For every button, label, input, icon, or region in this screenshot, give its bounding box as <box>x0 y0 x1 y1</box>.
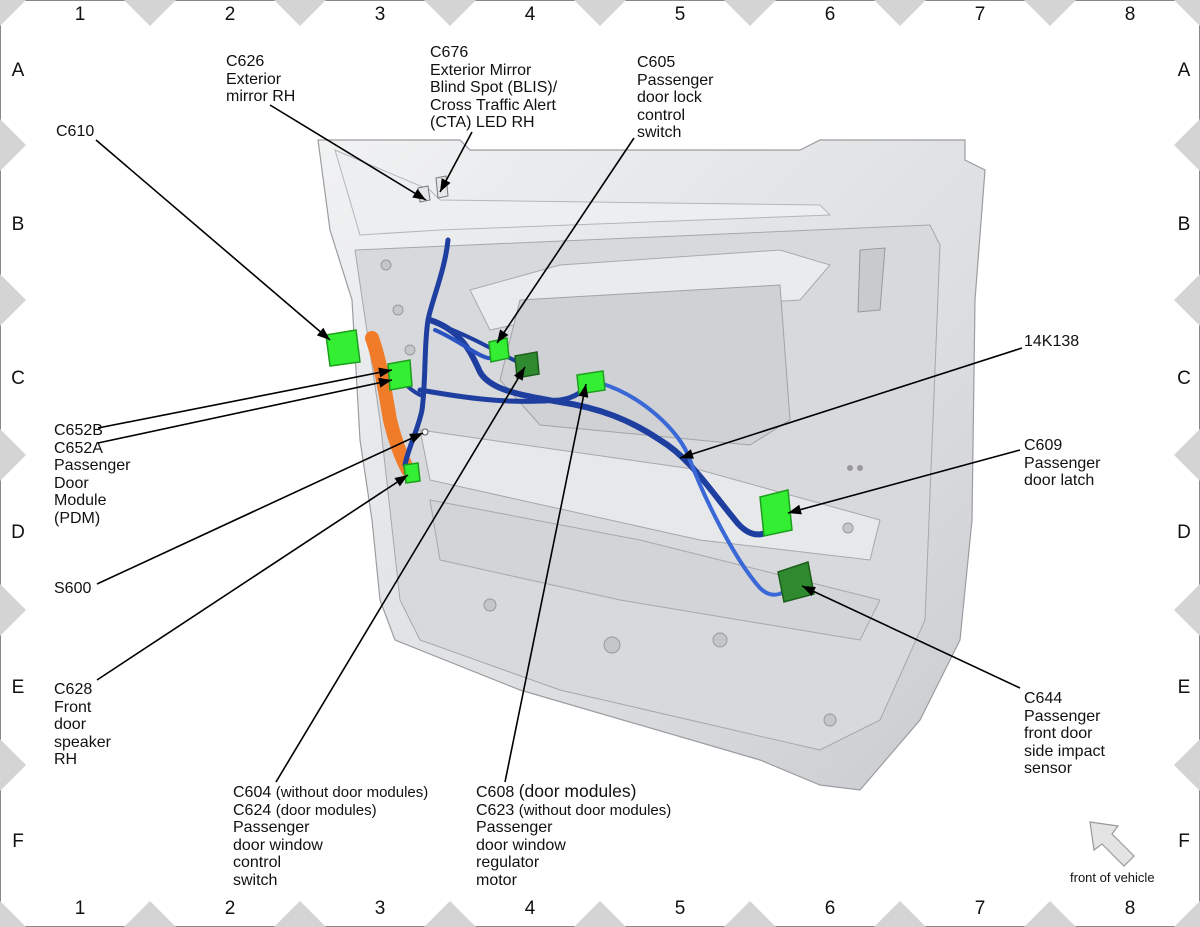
grid-row-e-right: E <box>1177 677 1191 698</box>
edge-marker-top-1 <box>124 0 176 26</box>
label-c676: C676 Exterior Mirror Blind Spot (BLIS)/ … <box>430 44 558 131</box>
label-s600: S600 <box>54 580 92 597</box>
edge-marker-right-2 <box>1174 429 1200 481</box>
connector-c605 <box>488 337 510 363</box>
grid-row-c-left: C <box>11 368 25 389</box>
leader-c604 <box>275 366 526 783</box>
leader-c610 <box>95 139 331 341</box>
edge-marker-bottom-6 <box>874 901 926 927</box>
grid-column-4-bottom: 4 <box>524 898 536 919</box>
edge-marker-top-6 <box>874 0 926 26</box>
front-of-vehicle-label: front of vehicle <box>1070 870 1155 885</box>
edge-marker-top-8 <box>1174 0 1200 26</box>
grid-row-d-right: D <box>1177 522 1191 543</box>
connector-c610 <box>325 329 361 367</box>
connector-c609 <box>759 489 793 537</box>
edge-marker-left-4 <box>0 739 26 791</box>
edge-marker-top-3 <box>424 0 476 26</box>
connector-c608 <box>576 370 606 395</box>
leader-c652b <box>97 367 393 429</box>
grid-row-f-left: F <box>12 831 24 852</box>
edge-marker-left-3 <box>0 584 26 636</box>
grid-row-b-left: B <box>11 214 25 235</box>
grid-column-4-top: 4 <box>524 4 536 25</box>
grid-column-3-bottom: 3 <box>374 898 386 919</box>
edge-marker-bottom-5 <box>724 901 776 927</box>
grid-column-2-bottom: 2 <box>224 898 236 919</box>
edge-marker-right-0 <box>1174 119 1200 171</box>
callout-leaders <box>95 104 1023 783</box>
grid-column-6-bottom: 6 <box>824 898 836 919</box>
door-inner-panel <box>317 139 986 791</box>
grid-column-8-bottom: 8 <box>1124 898 1136 919</box>
grid-row-e-left: E <box>11 677 25 698</box>
grid-row-f-right: F <box>1178 831 1190 852</box>
leader-c605 <box>496 137 635 344</box>
edge-marker-bottom-0 <box>0 901 26 927</box>
edge-marker-top-2 <box>274 0 326 26</box>
leader-c626 <box>269 104 427 201</box>
edge-marker-left-2 <box>0 429 26 481</box>
edge-marker-bottom-1 <box>124 901 176 927</box>
label-c604-c624: C604 (without door modules) C624 (door m… <box>233 784 429 889</box>
leader-c676 <box>439 131 473 193</box>
leader-s600 <box>96 432 424 585</box>
grid-column-8-top: 8 <box>1124 4 1136 25</box>
grid-column-5-bottom: 5 <box>674 898 686 919</box>
leader-c609 <box>787 449 1021 515</box>
label-c608-c623: C608 (door modules) C623 (without door m… <box>476 781 672 889</box>
edge-marker-bottom-3 <box>424 901 476 927</box>
label-c605: C605 Passenger door lock control switch <box>637 54 714 141</box>
connector-c652 <box>387 359 413 391</box>
grid-row-d-left: D <box>11 522 25 543</box>
grid-column-2-top: 2 <box>224 4 236 25</box>
splice-s600 <box>421 428 429 436</box>
label-c609: C609 Passenger door latch <box>1024 437 1101 489</box>
connector-c628 <box>403 462 421 484</box>
edge-marker-left-0 <box>0 119 26 171</box>
grid-row-c-right: C <box>1177 368 1191 389</box>
edge-marker-bottom-4 <box>574 901 626 927</box>
edge-marker-right-3 <box>1174 584 1200 636</box>
grid-column-1-bottom: 1 <box>74 898 86 919</box>
grid-row-a-left: A <box>11 60 25 81</box>
grid-column-5-top: 5 <box>674 4 686 25</box>
grid-column-7-top: 7 <box>974 4 986 25</box>
label-c610: C610 <box>56 123 95 140</box>
grid-column-7-bottom: 7 <box>974 898 986 919</box>
leader-14k138 <box>679 347 1023 459</box>
edge-marker-right-4 <box>1174 739 1200 791</box>
connector-c644 <box>777 561 815 603</box>
edge-marker-top-0 <box>0 0 26 26</box>
leader-c608 <box>504 383 589 783</box>
edge-marker-left-1 <box>0 274 26 326</box>
edge-marker-bottom-2 <box>274 901 326 927</box>
grid-column-1-top: 1 <box>74 4 86 25</box>
edge-marker-right-1 <box>1174 274 1200 326</box>
label-14k138: 14K138 <box>1024 333 1080 350</box>
edge-marker-top-7 <box>1024 0 1076 26</box>
grid-column-6-top: 6 <box>824 4 836 25</box>
label-c644: C644 Passenger front door side impact se… <box>1024 690 1105 777</box>
label-c626: C626 Exterior mirror RH <box>226 53 296 105</box>
grid-row-a-right: A <box>1177 60 1191 81</box>
leader-c628 <box>96 474 409 681</box>
leader-c652a <box>97 377 393 444</box>
front-of-vehicle-arrow-icon <box>1089 821 1135 867</box>
edge-marker-bottom-7 <box>1024 901 1076 927</box>
edge-marker-top-5 <box>724 0 776 26</box>
grid-column-3-top: 3 <box>374 4 386 25</box>
leader-c644 <box>801 585 1021 689</box>
label-c652-pdm: C652B C652A Passenger Door Module (PDM) <box>54 422 131 527</box>
label-c628: C628 Front door speaker RH <box>54 681 111 768</box>
grid-row-b-right: B <box>1177 214 1191 235</box>
edge-marker-bottom-8 <box>1174 901 1200 927</box>
edge-marker-top-4 <box>574 0 626 26</box>
